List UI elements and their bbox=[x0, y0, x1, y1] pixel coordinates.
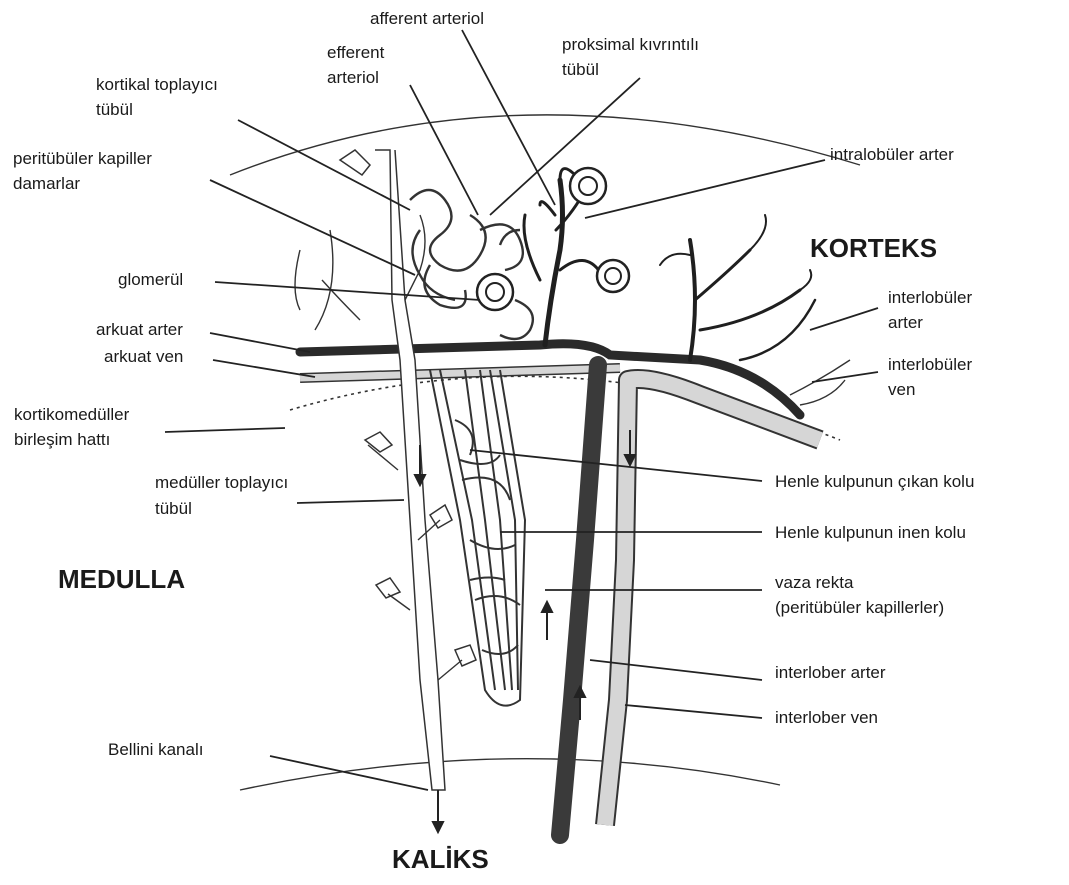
label-interlobuler-ven-1: interlobüler bbox=[888, 355, 972, 374]
interlober-arter-vessel bbox=[560, 365, 598, 835]
label-interlober-arter: interlober arter bbox=[775, 663, 886, 682]
label-arkuat-arter: arkuat arter bbox=[96, 320, 183, 339]
label-efferent-arteriol-2: arteriol bbox=[327, 68, 379, 87]
label-kortikomeduller-2: birleşim hattı bbox=[14, 430, 110, 449]
label-proksimal-2: tübül bbox=[562, 60, 599, 79]
label-medulla: MEDULLA bbox=[58, 564, 185, 594]
label-kortikomeduller-1: kortikomedüller bbox=[14, 405, 130, 424]
henle-loop-vasa-recta bbox=[430, 370, 525, 706]
label-kortikal-1: kortikal toplayıcı bbox=[96, 75, 218, 94]
label-interlobuler-arter-1: interlobüler bbox=[888, 288, 972, 307]
label-proksimal-1: proksimal kıvrıntılı bbox=[562, 35, 699, 54]
label-arkuat-ven: arkuat ven bbox=[104, 347, 183, 366]
label-efferent-arteriol-1: efferent bbox=[327, 43, 385, 62]
label-meduller-1: medüller toplayıcı bbox=[155, 473, 288, 492]
label-henle-inen: Henle kulpunun inen kolu bbox=[775, 523, 966, 542]
label-intralobuler-arter: intralobüler arter bbox=[830, 145, 954, 164]
label-glomerul: glomerül bbox=[118, 270, 183, 289]
label-kortikal-2: tübül bbox=[96, 100, 133, 119]
label-afferent-arteriol: afferent arteriol bbox=[370, 9, 484, 28]
label-meduller-2: tübül bbox=[155, 499, 192, 518]
collecting-duct bbox=[375, 150, 445, 790]
label-interlober-ven: interlober ven bbox=[775, 708, 878, 727]
label-vaza-rekta-2: (peritübüler kapillerler) bbox=[775, 598, 944, 617]
label-henle-cikan: Henle kulpunun çıkan kolu bbox=[775, 472, 974, 491]
convoluted-tubules bbox=[410, 190, 533, 339]
label-interlobuler-arter-2: arter bbox=[888, 313, 923, 332]
label-korteks: KORTEKS bbox=[810, 233, 937, 263]
label-kaliks: KALİKS bbox=[392, 844, 489, 874]
label-vaza-rekta-1: vaza rekta bbox=[775, 573, 854, 592]
label-peritubuler-2: damarlar bbox=[13, 174, 80, 193]
medulla-lower-arc bbox=[240, 759, 780, 790]
label-peritubuler-1: peritübüler kapiller bbox=[13, 149, 152, 168]
label-bellini: Bellini kanalı bbox=[108, 740, 203, 759]
label-interlobuler-ven-2: ven bbox=[888, 380, 915, 399]
